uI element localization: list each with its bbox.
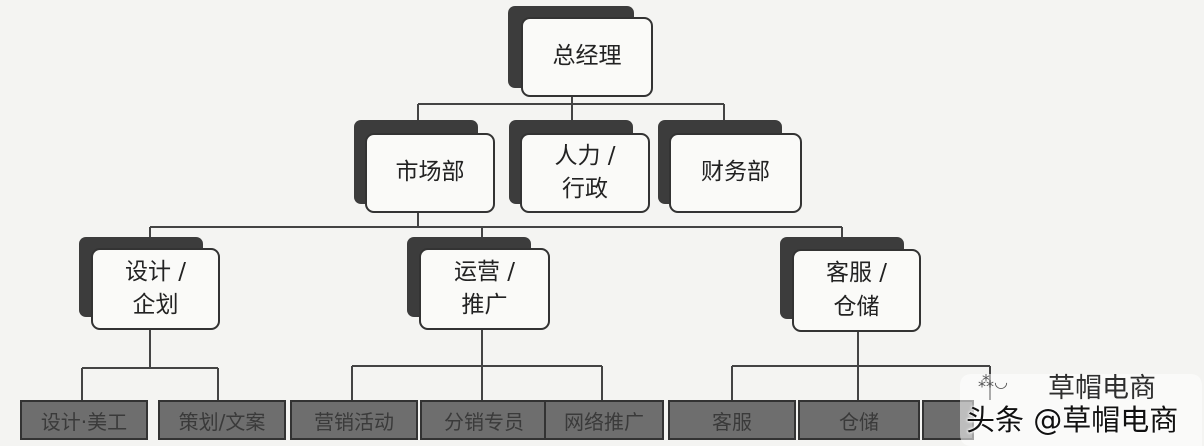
- group-label-line1: 运营 /: [453, 258, 516, 285]
- leaf-node: 分销专员: [420, 400, 548, 440]
- root-node-box: 总经理: [521, 17, 653, 97]
- leaf-node: 客服: [668, 400, 796, 440]
- leaf-node: 营销活动: [290, 400, 418, 440]
- department-label-line2: 行政: [562, 176, 608, 202]
- group-node-box: 设计 / 企划: [91, 248, 220, 330]
- department-node-box: 人力 / 行政: [520, 133, 650, 213]
- group-node-box: 客服 / 仓储: [792, 249, 921, 332]
- watermark-platform-text: 头条 @草帽电商: [966, 403, 1179, 437]
- leaf-node: 仓储: [798, 400, 920, 440]
- leaf-node: 设计·美工: [20, 400, 148, 440]
- group-label-line2: 企划: [132, 292, 179, 318]
- group-label-line2: 推广: [461, 292, 508, 318]
- department-label-line1: 市场部: [395, 159, 465, 186]
- department-node-box: 财务部: [669, 133, 802, 213]
- group-label-line1: 设计 /: [124, 258, 187, 285]
- group-label-line1: 客服 /: [825, 260, 888, 287]
- department-label-line1: 人力 /: [554, 142, 616, 169]
- watermark-account-name: 草帽电商: [1048, 373, 1156, 404]
- watermark-badge: [960, 374, 1202, 446]
- department-node-box: 市场部: [365, 133, 495, 213]
- leaf-node: 网络推广: [544, 400, 664, 440]
- watermark-logo-icon: ⁂◡: [978, 372, 1008, 391]
- leaf-node: 策划/文案: [158, 400, 286, 440]
- department-label-line1: 财务部: [701, 159, 770, 186]
- group-label-line2: 仓储: [833, 293, 880, 320]
- root-node-label: 总经理: [552, 43, 622, 70]
- group-node-box: 运营 / 推广: [419, 248, 550, 330]
